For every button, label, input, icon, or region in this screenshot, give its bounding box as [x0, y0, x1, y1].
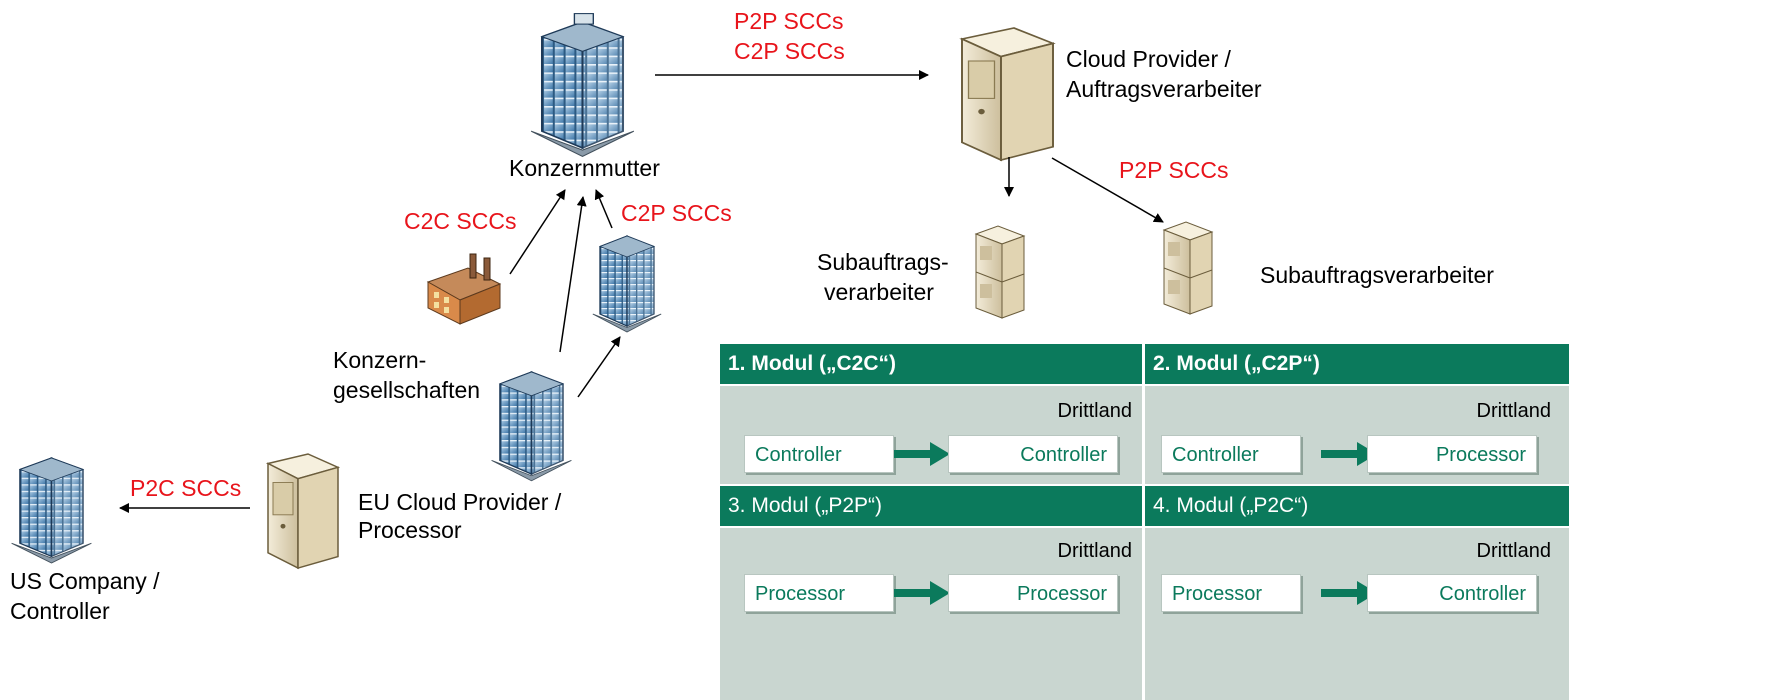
label-konzernmutter: Konzernmutter [509, 155, 660, 181]
arrow-cloud-to-sub-right [1051, 157, 1164, 223]
module-grid: 1. Modul („C2C“) Drittland Controller Co… [720, 344, 1569, 700]
label-cloud-line2: Auftragsverarbeiter [1066, 76, 1262, 102]
eu-cloud-provider-server-icon [267, 453, 339, 569]
arrow-tower-to-mutter [594, 189, 613, 229]
module-3-body: Drittland Processor Processor [720, 528, 1142, 700]
label-sub-left-line1: Subauftrags- [817, 249, 949, 275]
module-4-body: Drittland Processor Controller [1145, 528, 1569, 700]
label-konzern-line2: gesellschaften [333, 377, 481, 403]
module-2-to: Processor [1367, 435, 1537, 473]
module-4-header: 4. Modul („P2C“) [1145, 486, 1569, 526]
us-company-building-icon [10, 457, 93, 564]
module-4-to: Controller [1367, 574, 1537, 612]
scc-label-p2c: P2C SCCs [130, 475, 242, 501]
label-us-line2: Controller [10, 598, 110, 624]
module-2-from: Controller [1161, 435, 1301, 473]
subprocessor-rack-icon [975, 225, 1025, 319]
scc-label-top-p2p: P2P SCCs [734, 8, 844, 34]
subprocessor-rack-icon [1163, 221, 1213, 315]
arrow-building-to-tower [577, 336, 621, 398]
module-2-header: 2. Modul („C2P“) [1145, 344, 1569, 384]
module-1-from: Controller [744, 435, 894, 473]
module-2-body: Drittland Controller Processor [1145, 386, 1569, 484]
module-3-header: 3. Modul („P2P“) [720, 486, 1142, 526]
subsidiary-building-icon [592, 235, 662, 333]
scc-label-c2p: C2P SCCs [621, 200, 732, 226]
cloud-provider-server-icon [961, 27, 1054, 161]
scc-label-right-p2p: P2P SCCs [1119, 157, 1229, 183]
module-2-region: Drittland [1476, 400, 1551, 422]
label-sub-right: Subauftragsverarbeiter [1260, 262, 1494, 288]
factory-icon [426, 253, 502, 325]
module-3-from: Processor [744, 574, 894, 612]
label-eu-line2: Processor [358, 517, 462, 543]
module-4-from: Processor [1161, 574, 1301, 612]
module-4-region: Drittland [1476, 540, 1551, 562]
konzernmutter-building-icon [530, 13, 635, 158]
label-konzern-line1: Konzern- [333, 347, 427, 373]
module-3-region: Drittland [1057, 540, 1132, 562]
label-us-line1: US Company / [10, 568, 160, 594]
module-3-to: Processor [948, 574, 1118, 612]
module-1-region: Drittland [1057, 400, 1132, 422]
label-eu-line1: EU Cloud Provider / [358, 489, 562, 515]
module-1-arrow-icon [894, 442, 950, 466]
module-1-to: Controller [948, 435, 1118, 473]
module-3-arrow-icon [894, 581, 950, 605]
label-cloud-line1: Cloud Provider / [1066, 46, 1231, 72]
scc-label-c2c: C2C SCCs [404, 208, 517, 234]
module-1-body: Drittland Controller Controller [720, 386, 1142, 484]
arrow-factory-to-mutter [509, 189, 566, 275]
label-sub-left-line2: verarbeiter [824, 279, 934, 305]
arrow-subsidiary-to-mutter [559, 196, 587, 353]
subsidiary-building-icon [490, 371, 573, 482]
scc-label-top-c2p: C2P SCCs [734, 38, 845, 64]
module-1-header: 1. Modul („C2C“) [720, 344, 1142, 384]
